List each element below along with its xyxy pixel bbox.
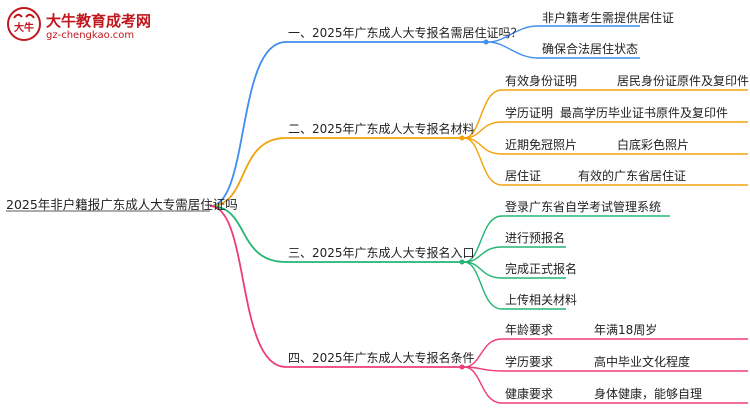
branch-2-connector: [209, 137, 287, 207]
branch-2-item-3-detail: 白底彩色照片: [617, 138, 690, 152]
branch-4-label: 四、2025年广东成人大专报名条件: [288, 351, 475, 365]
branch-4-connector: [209, 205, 287, 368]
branch-3-item-2: 进行预报名: [505, 231, 566, 245]
branch-4-item-3: 健康要求: [505, 387, 554, 401]
branch-4-child-1-connector: [463, 338, 503, 368]
branch-2-child-4-connector: [463, 137, 503, 186]
branch-1-connector: [209, 41, 287, 207]
branch-3-connector: [209, 205, 287, 263]
branch-3-item-1: 登录广东省自学考试管理系统: [505, 200, 662, 214]
brand-logo: 大牛 大牛教育成考网 gz-chengkao.com: [6, 6, 156, 46]
branch-2-item-1: 有效身份证明: [505, 74, 578, 88]
branch-4-item-1-detail: 年满18周岁: [594, 323, 658, 337]
branch-3-child-4-connector: [463, 261, 503, 310]
branch-2-child-1-connector: [463, 89, 503, 139]
brand-title: 大牛教育成考网: [46, 12, 152, 30]
branch-2-item-4-detail: 有效的广东省居住证: [578, 169, 687, 183]
branch-4-item-1: 年龄要求: [505, 323, 554, 337]
branch-2-item-2: 学历证明: [505, 106, 554, 120]
branch-4-item-2: 学历要求: [505, 355, 554, 369]
branch-4-item-2-detail: 高中毕业文化程度: [594, 355, 691, 369]
branch-2-item-1-detail: 居民身份证原件及复印件: [617, 74, 750, 88]
branch-3-node: [459, 259, 465, 265]
branch-1-child-2-connector: [487, 41, 539, 59]
branch-1-label: 一、2025年广东成人大专报名需居住证吗？: [288, 26, 523, 40]
branch-3-label: 三、2025年广东成人大专报名入口: [288, 246, 475, 260]
logo-mark-text: 大牛: [14, 21, 34, 34]
branch-2-node: [459, 135, 465, 141]
branch-4-child-3-connector: [463, 366, 503, 404]
branch-2-item-2-detail: 最高学历毕业证书原件及复印件: [560, 106, 729, 120]
bull-logo-icon: 大牛: [7, 7, 41, 41]
branch-3-item-4: 上传相关材料: [505, 293, 578, 307]
branch-4-node: [459, 364, 465, 370]
branch-2-label: 二、2025年广东成人大专报名材料: [288, 122, 475, 136]
brand-url: gz-chengkao.com: [46, 30, 135, 41]
branch-1-item-2: 确保合法居住状态: [542, 42, 639, 56]
branch-1-item-1: 非户籍考生需提供居住证: [542, 11, 675, 25]
branch-2-item-3: 近期免冠照片: [505, 138, 578, 152]
branch-2-child-2-connector: [463, 121, 503, 139]
branch-3-child-1-connector: [463, 215, 503, 263]
branch-2-item-4: 居住证: [505, 169, 542, 183]
branch-1-node: [483, 39, 489, 45]
branch-3-child-2-connector: [463, 246, 503, 263]
branch-4-item-3-detail: 身体健康，能够自理: [594, 387, 703, 401]
branch-1-child-1-connector: [487, 25, 539, 43]
branch-3-item-3: 完成正式报名: [505, 262, 578, 276]
root-topic: 2025年非户籍报广东成人大专需居住证吗: [6, 197, 238, 212]
